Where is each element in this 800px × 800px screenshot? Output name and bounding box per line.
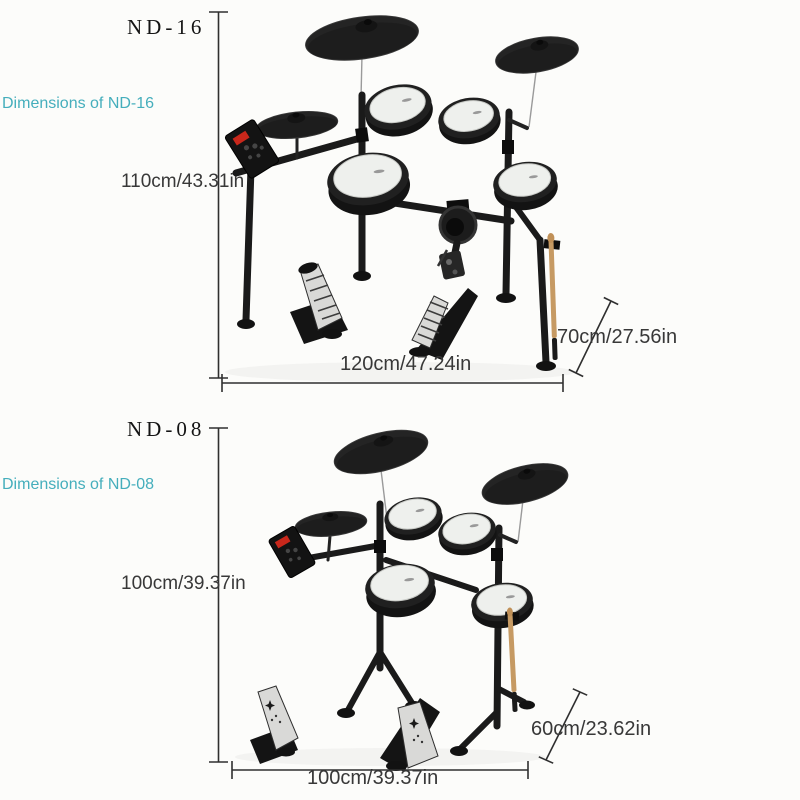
nd08-width-dimension-line — [231, 761, 529, 779]
nd16-snare-pad — [327, 152, 411, 216]
nd08-drumstick — [504, 607, 520, 712]
nd16-product-image — [224, 15, 579, 382]
nd08-model-title: ND-08 — [127, 417, 206, 441]
nd08-height-dimension-line — [209, 427, 228, 763]
nd16-kick-tower — [436, 199, 478, 280]
nd08-floor-pad — [471, 582, 534, 629]
nd08-sound-module — [268, 526, 316, 578]
nd08-subtitle: Dimensions of ND-08 — [2, 476, 155, 493]
nd16-subtitle: Dimensions of ND-16 — [2, 95, 155, 112]
nd16-kick-pedal — [409, 288, 478, 360]
nd16-drumstick — [543, 233, 561, 360]
nd16-ride-cymbal — [495, 36, 579, 74]
nd16-tom-pad-1 — [364, 84, 433, 137]
nd16-floor-pad — [493, 161, 558, 211]
nd16-depth-label: 70cm/27.56in — [557, 326, 678, 348]
nd16-model-title: ND-16 — [127, 15, 206, 39]
nd08-kick-pedal — [380, 698, 440, 772]
nd08-hihat-cymbal — [294, 511, 368, 537]
nd16-hihat-pedal — [290, 262, 348, 344]
nd16-tom-pad-2 — [438, 97, 501, 145]
nd16-sound-module — [224, 119, 280, 179]
nd16-width-label: 120cm/47.24in — [340, 353, 472, 375]
nd16-crash-cymbal — [305, 15, 419, 61]
nd08-height-label: 100cm/39.37in — [121, 573, 246, 594]
nd08-depth-dimension-line — [538, 688, 588, 764]
nd08-tom-pad-1 — [384, 497, 443, 541]
nd16-width-dimension-line — [221, 374, 564, 392]
nd08-width-label: 100cm/39.37in — [307, 767, 439, 789]
nd08-ride-cymbal — [481, 463, 569, 505]
nd16-depth-dimension-line — [568, 296, 619, 378]
nd16-height-label: 110cm/43.31in — [121, 171, 245, 192]
nd08-product-image — [235, 429, 569, 772]
nd08-snare-pad — [365, 563, 436, 618]
nd08-hihat-pedal — [250, 685, 299, 764]
nd08-tom-pad-2 — [438, 512, 497, 556]
nd16-height-dimension-line — [209, 11, 228, 379]
nd16-hihat-cymbal — [255, 110, 339, 140]
nd08-depth-label: 60cm/23.62in — [531, 718, 652, 740]
nd08-crash-cymbal — [333, 429, 429, 475]
